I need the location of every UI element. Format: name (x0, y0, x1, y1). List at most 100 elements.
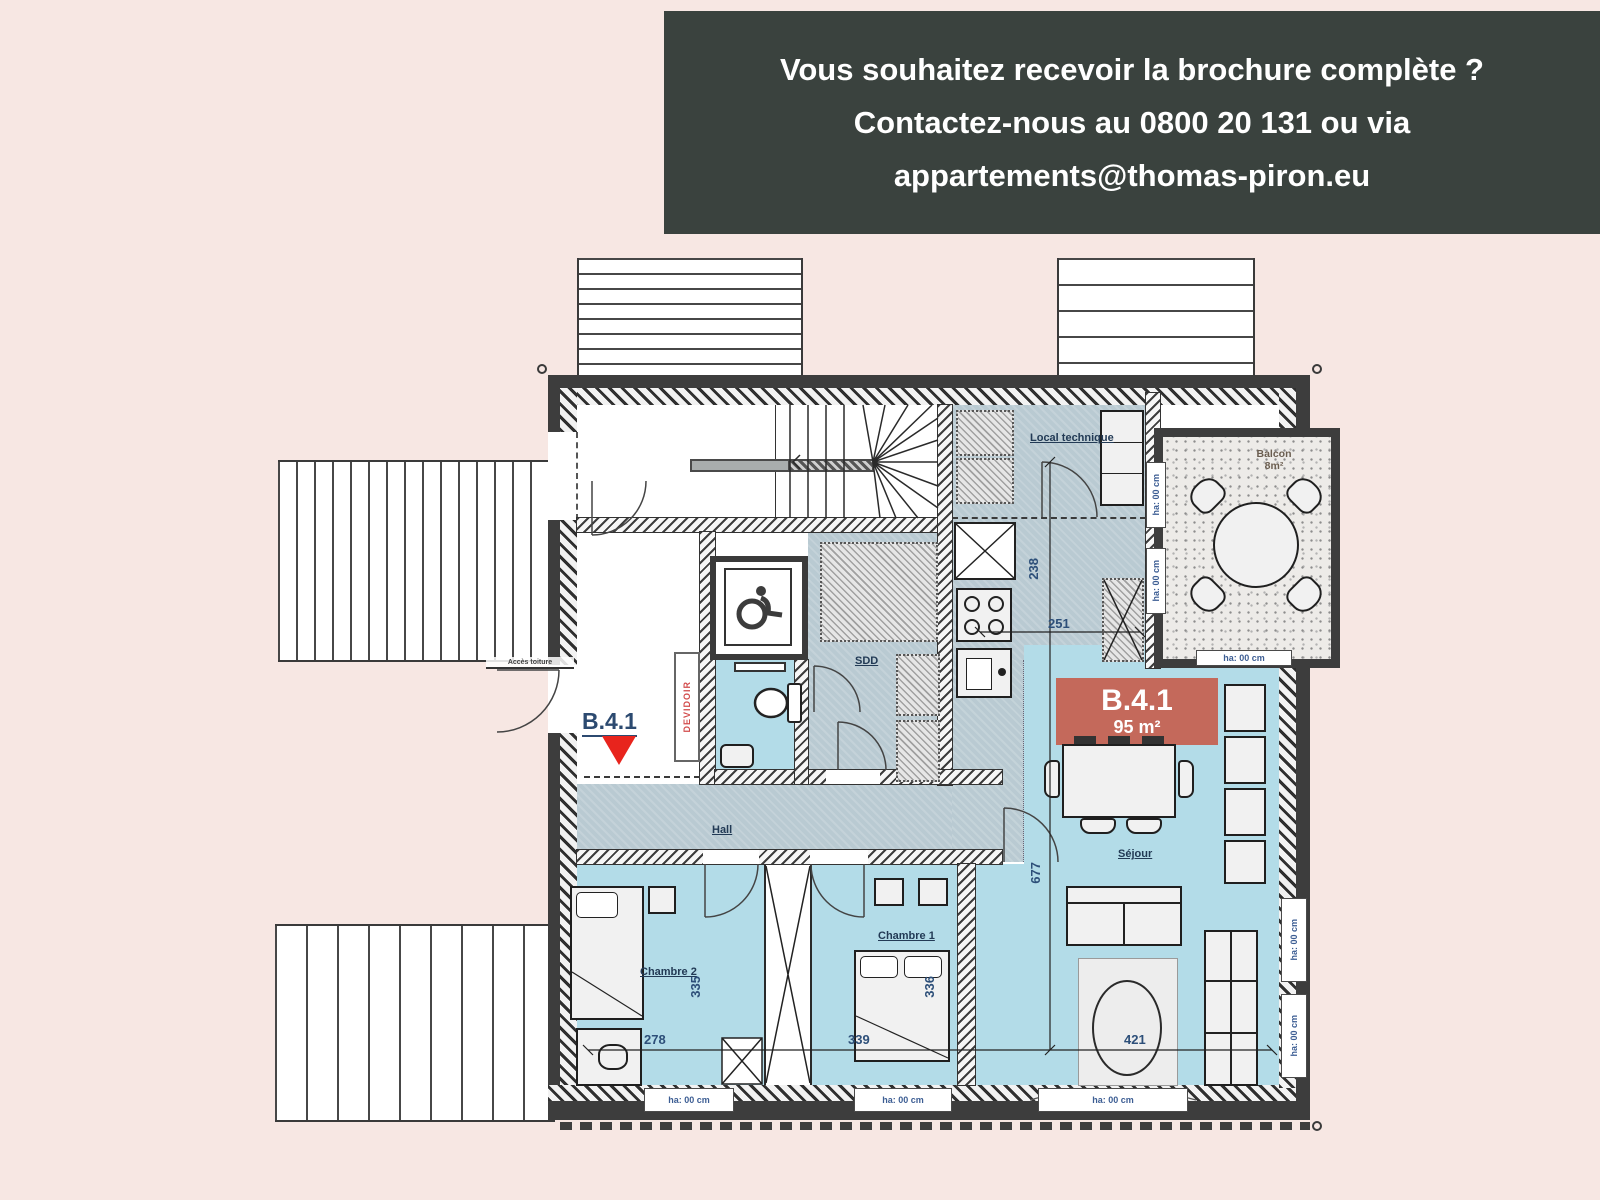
label-sdd: SDD (855, 655, 879, 667)
unit-area: 95 m² (1113, 717, 1161, 737)
wall-bedrooms-top (576, 849, 1003, 865)
dining-chair (1044, 760, 1060, 798)
wall-chambre1-sejour (957, 863, 976, 1086)
kitchen-unit-cross (955, 523, 1015, 579)
wall-shelf (1224, 736, 1266, 784)
sdd-door-gap (826, 770, 880, 784)
banner-line-1: Vous souhaitez recevoir la brochure comp… (779, 51, 1484, 87)
entrance-arrow-icon (602, 736, 636, 765)
roof-hatch-top-left (577, 258, 803, 376)
window-label-text: ha: 00 cm (1289, 919, 1299, 961)
wall-under-stairs (576, 517, 953, 533)
dim-421: 421 (1124, 1032, 1146, 1047)
dining-table (1062, 744, 1176, 818)
small-closet-cross (721, 1037, 763, 1085)
roof-hatch-left (278, 460, 556, 662)
dim-278: 278 (644, 1032, 666, 1047)
window-label-balcony-door-lower: ha: 00 cm (1146, 548, 1166, 614)
sofa-divider (1123, 904, 1125, 946)
window-label-text: ha: 00 cm (1289, 1015, 1299, 1057)
dim-238: 238 (1026, 558, 1041, 580)
contact-banner: Vous souhaitez recevoir la brochure comp… (664, 11, 1600, 234)
wall-top-hatch (548, 388, 1310, 405)
closet-cross (765, 865, 811, 1084)
dim-335: 335 (688, 976, 703, 998)
window-label-balcony-door-upper: ha: 00 cm (1146, 462, 1166, 528)
wall-shelf (1224, 840, 1266, 884)
unit-code: B.4.1 (1101, 684, 1173, 717)
side-unit-divider (1230, 932, 1232, 1084)
kitchen-sink (956, 648, 1012, 698)
label-chambre2: Chambre 2 (640, 966, 697, 978)
burner (964, 596, 980, 612)
side-unit-shelf (1206, 1032, 1256, 1034)
bed-chambre2 (570, 886, 644, 1020)
burner (988, 596, 1004, 612)
pillow (904, 956, 942, 978)
nightstand (918, 878, 948, 906)
window-label-right-upper: ha: 00 cm (1281, 898, 1307, 982)
dining-chair-top (1074, 736, 1096, 744)
burner (964, 619, 980, 635)
window-label-balcony: ha: 00 cm (1196, 650, 1292, 666)
sofa-back (1068, 888, 1180, 904)
cooktop (956, 588, 1012, 642)
elevator-sill (734, 662, 786, 672)
dim-336: 336 (922, 976, 937, 998)
label-sejour: Séjour (1118, 848, 1153, 860)
wall-shelf (1224, 788, 1266, 836)
wall-kitchen-left (937, 404, 953, 786)
balcony-table (1213, 502, 1299, 588)
door-arc-local-technique (1041, 461, 1098, 518)
side-unit-shelf (1206, 980, 1256, 982)
local-technique-partition (952, 517, 1146, 519)
label-local-technique: Local technique (1030, 432, 1114, 444)
balcony-label-name: Balcon (1256, 448, 1292, 460)
sdd-cabinet (896, 654, 940, 716)
dining-chair (1080, 818, 1116, 834)
window-label-chambre1: ha: 00 cm (854, 1088, 952, 1112)
nightstand (648, 886, 676, 914)
dining-chair-top (1108, 736, 1130, 744)
bed-fold-lines (571, 971, 949, 1059)
left-wall-door-opening (548, 665, 578, 733)
sink-tap (998, 668, 1006, 676)
sdd-cabinet (896, 720, 940, 782)
cabinet-shelf-line (1102, 473, 1142, 474)
crossed-boxes (721, 523, 1143, 1085)
utility-unit-cross (1103, 579, 1143, 661)
label-hall: Hall (712, 824, 733, 836)
wall-left-dark (548, 375, 560, 1120)
door-arc-roof-access (496, 669, 560, 733)
tall-cabinet (1100, 410, 1144, 506)
chambre1-door-gap (810, 850, 868, 864)
wall-top-dark (548, 375, 1310, 388)
coffee-table-oval (1092, 980, 1162, 1076)
stair-direction-arrow (791, 454, 801, 470)
door-arc-wc (813, 665, 861, 713)
sink-basin (966, 658, 992, 690)
dining-chair-top (1142, 736, 1164, 744)
chambre2-door-gap (703, 850, 759, 864)
dining-chair (1126, 818, 1162, 834)
desk-chair (598, 1044, 628, 1070)
window-label-chambre2: ha: 00 cm (644, 1088, 734, 1112)
dim-251: 251 (1048, 616, 1070, 631)
roof-hatch-bottom-left (275, 924, 555, 1122)
banner-line-2: Contactez-nous au 0800 20 131 ou via (853, 104, 1411, 140)
dim-677: 677 (1028, 862, 1043, 884)
door-arc-sdd (837, 721, 887, 771)
wall-shelf (1224, 684, 1266, 732)
window-label-text: ha: 00 cm (1151, 560, 1161, 602)
entrance-unit-code: B.4.1 (582, 708, 637, 737)
balcony-label-area: 8m² (1264, 460, 1284, 472)
window-label-right-lower: ha: 00 cm (1281, 994, 1307, 1078)
devidoir-closet: DEVIDOIR (674, 652, 700, 762)
burner (988, 619, 1004, 635)
wheelchair-icon (736, 586, 783, 630)
door-arc-sejour (1003, 807, 1059, 863)
banner-line-3: appartements@thomas-piron.eu (893, 157, 1371, 193)
door-arc-chambre1 (810, 863, 865, 918)
elevator-cabin (724, 568, 792, 646)
